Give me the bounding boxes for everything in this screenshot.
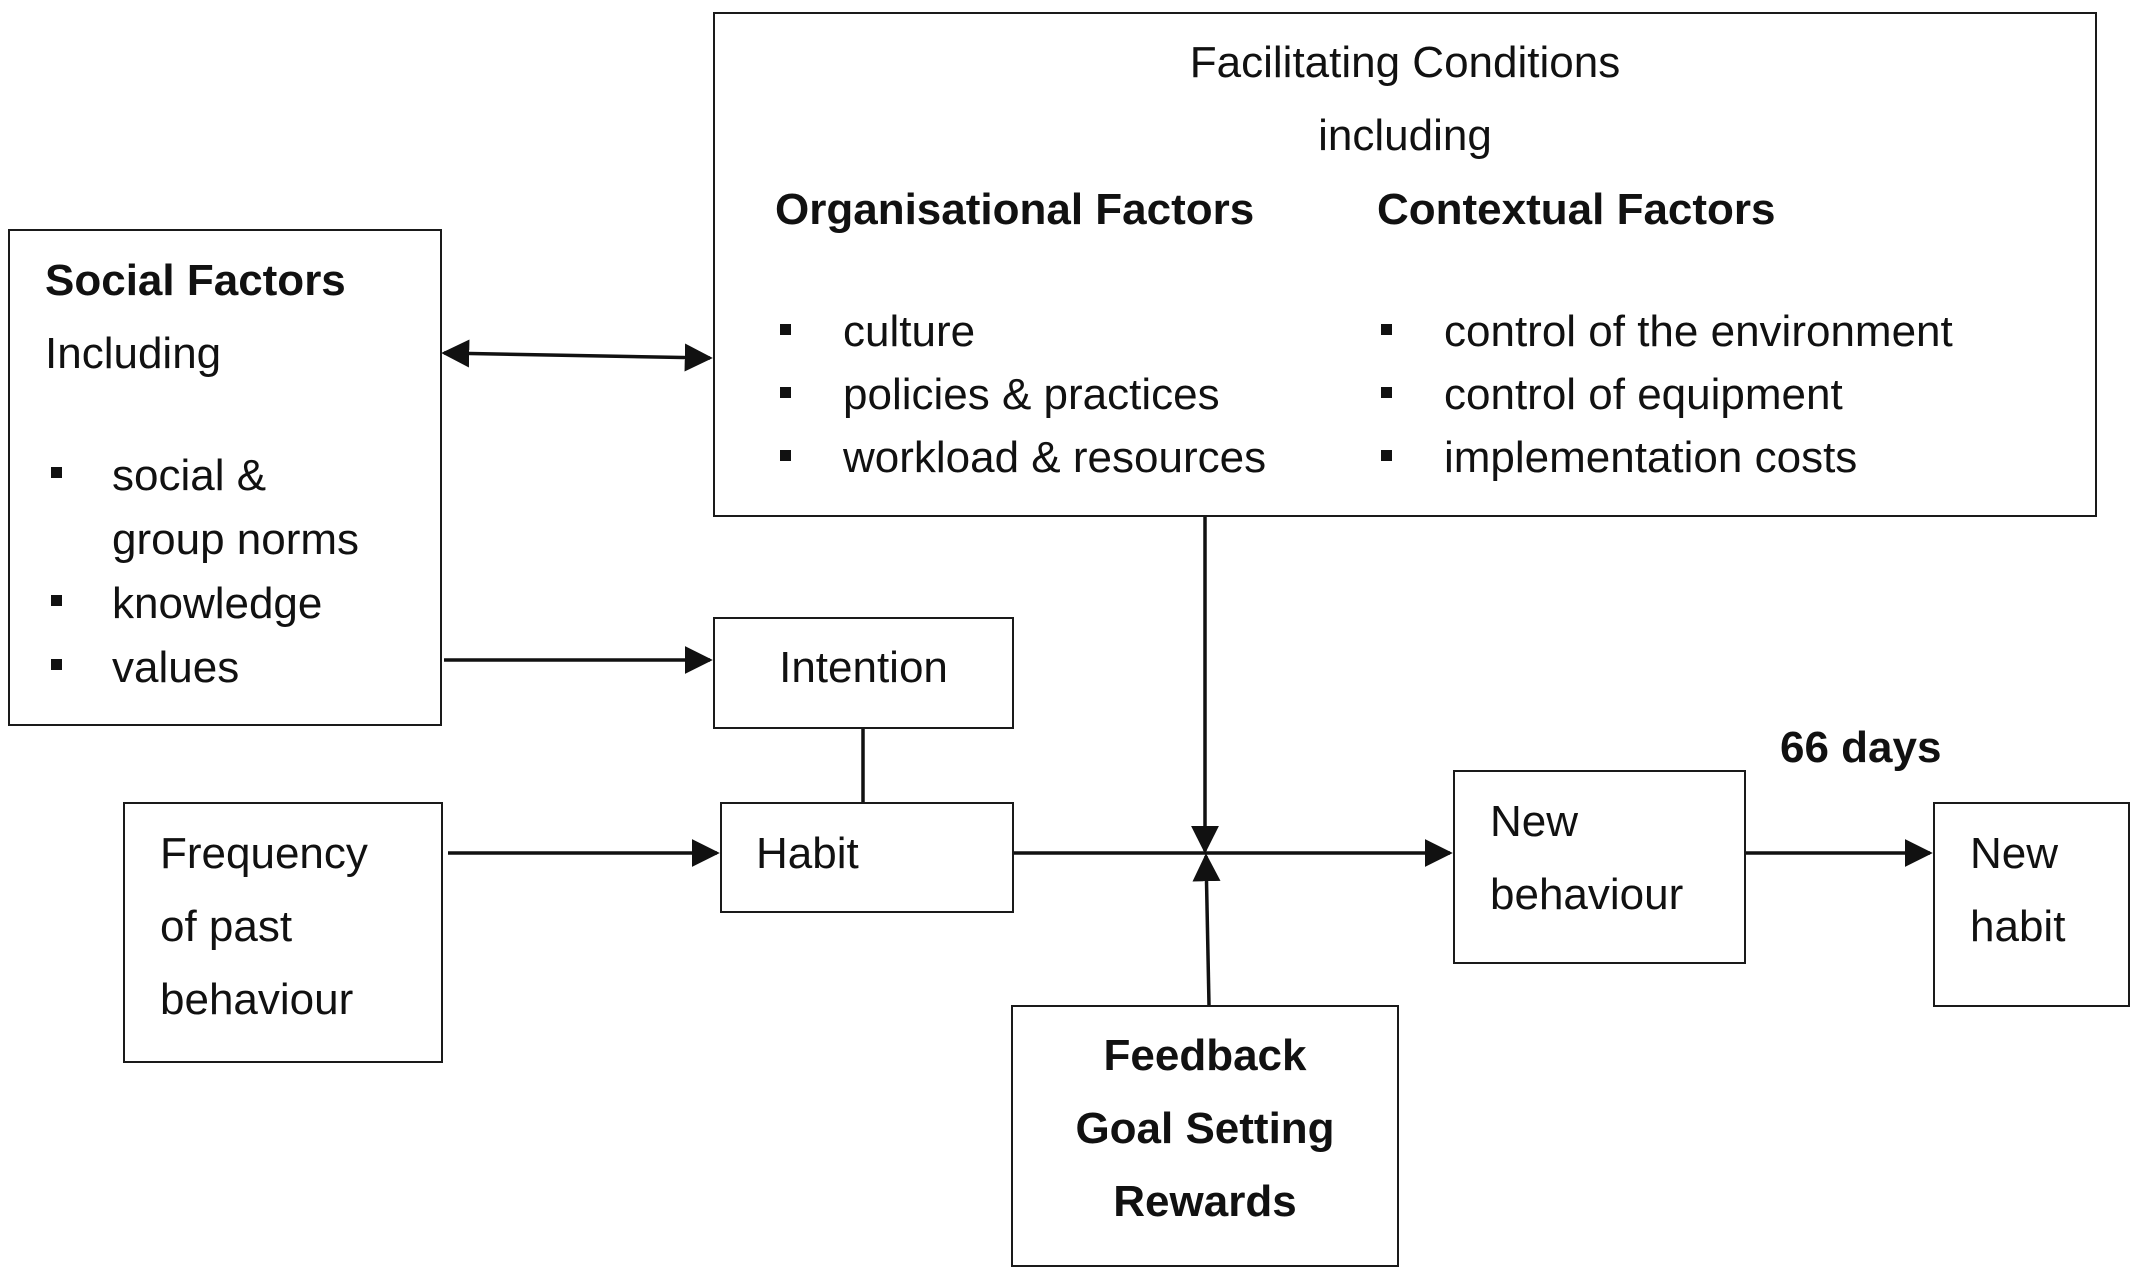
bullet-icon — [51, 467, 62, 478]
facilitating-conditions-box — [713, 12, 2097, 517]
social-facilitating-arrow — [441, 339, 713, 372]
habit-label: Habit — [756, 829, 859, 878]
contextual-item: control of equipment — [1444, 370, 1843, 419]
new-habit-box — [1933, 802, 2130, 1007]
intention-label: Intention — [779, 643, 948, 692]
contextual-item: control of the environment — [1444, 307, 1953, 356]
social-item: values — [112, 643, 240, 692]
bullet-icon — [780, 450, 791, 461]
habit-box — [720, 802, 1014, 913]
bullet-icon — [780, 324, 791, 335]
facilitating-subtitle: including — [1318, 111, 1492, 160]
new-behaviour-box — [1453, 770, 1746, 964]
frequency-label-line: Frequency — [160, 829, 368, 878]
organisational-item: culture — [843, 307, 976, 356]
facilitating-title: Facilitating Conditions — [1189, 38, 1621, 87]
social-item: group norms — [112, 515, 360, 564]
interventions-up-arrow — [1192, 853, 1221, 1006]
organisational-item: policies & practices — [843, 370, 1220, 419]
intervention-item: Goal Setting — [1075, 1104, 1335, 1153]
social-item: social & — [112, 451, 267, 500]
bullet-icon — [780, 387, 791, 398]
new-behaviour-label-line: New — [1490, 797, 1579, 846]
duration-label: 66 days — [1780, 723, 1942, 772]
social-factors-box — [8, 229, 442, 726]
frequency-label-line: of past — [160, 902, 293, 951]
intention-box — [713, 617, 1014, 729]
intervention-item: Feedback — [1103, 1031, 1307, 1080]
contextual-heading: Contextual Factors — [1377, 185, 1776, 234]
new-behaviour-label-line: behaviour — [1490, 870, 1684, 919]
bullet-icon — [1381, 387, 1392, 398]
social-factors-subtitle: Including — [45, 329, 222, 378]
bullet-icon — [1381, 324, 1392, 335]
new-habit-label-line: habit — [1970, 902, 2066, 951]
new-habit-label-line: New — [1970, 829, 2059, 878]
interventions-box — [1011, 1005, 1399, 1267]
social-factors-title: Social Factors — [45, 256, 346, 305]
social-item: knowledge — [112, 579, 323, 628]
bullet-icon — [1381, 450, 1392, 461]
organisational-heading: Organisational Factors — [775, 185, 1255, 234]
bullet-icon — [51, 659, 62, 670]
organisational-item: workload & resources — [843, 433, 1267, 482]
intervention-item: Rewards — [1113, 1177, 1297, 1226]
frequency-box — [123, 802, 443, 1063]
contextual-item: implementation costs — [1444, 433, 1858, 482]
bullet-icon — [51, 595, 62, 606]
frequency-label-line: behaviour — [160, 975, 354, 1024]
